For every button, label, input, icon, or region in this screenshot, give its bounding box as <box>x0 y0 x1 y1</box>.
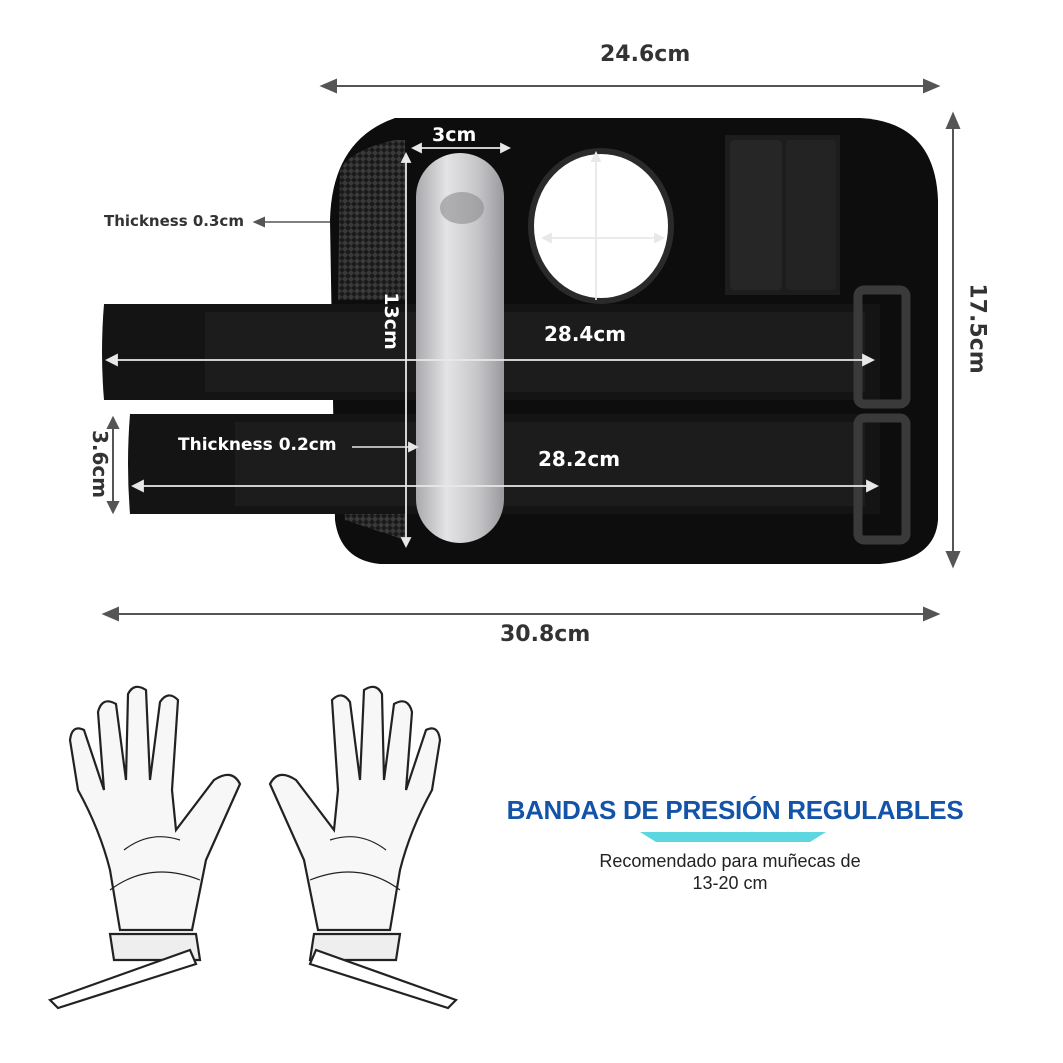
thumb-hole-width-label: 4.5cm <box>598 244 646 260</box>
thumb-hole-height-label: 6.1cm <box>600 186 617 234</box>
buckle-upper <box>853 285 911 409</box>
aluminum-splint <box>416 153 504 543</box>
hand-right-illustration <box>268 685 459 1010</box>
thickness-splint-label: Thickness 0.2cm <box>178 435 337 455</box>
splint-width-label: 3cm <box>432 124 477 146</box>
hand-left-illustration <box>47 685 242 1010</box>
feature-description-line1: Recomendado para muñecas de <box>599 851 861 871</box>
splint-length-label: 13cm <box>379 292 402 350</box>
brace-mesh-panel <box>338 140 405 300</box>
right-height-label: 17.5cm <box>964 283 990 374</box>
feature-title: BANDAS DE PRESIÓN REGULABLES <box>506 795 964 825</box>
bottom-width-label: 30.8cm <box>500 622 591 647</box>
feature-description: Recomendado para muñecas de 13-20 cm <box>560 850 900 894</box>
strap-lower-length-label: 28.2cm <box>538 447 621 471</box>
top-width-label: 24.6cm <box>600 42 691 67</box>
strap-width-label: 3.6cm <box>88 429 113 499</box>
thumb-hole <box>528 148 674 304</box>
heading-accent-bar <box>640 832 826 842</box>
buckle-lower <box>853 413 911 545</box>
strap-upper-length-label: 28.4cm <box>544 322 627 346</box>
thickness-outer-label: Thickness 0.3cm <box>104 212 244 230</box>
dimension-lines <box>101 78 961 622</box>
feature-description-line2: 13-20 cm <box>692 873 768 893</box>
